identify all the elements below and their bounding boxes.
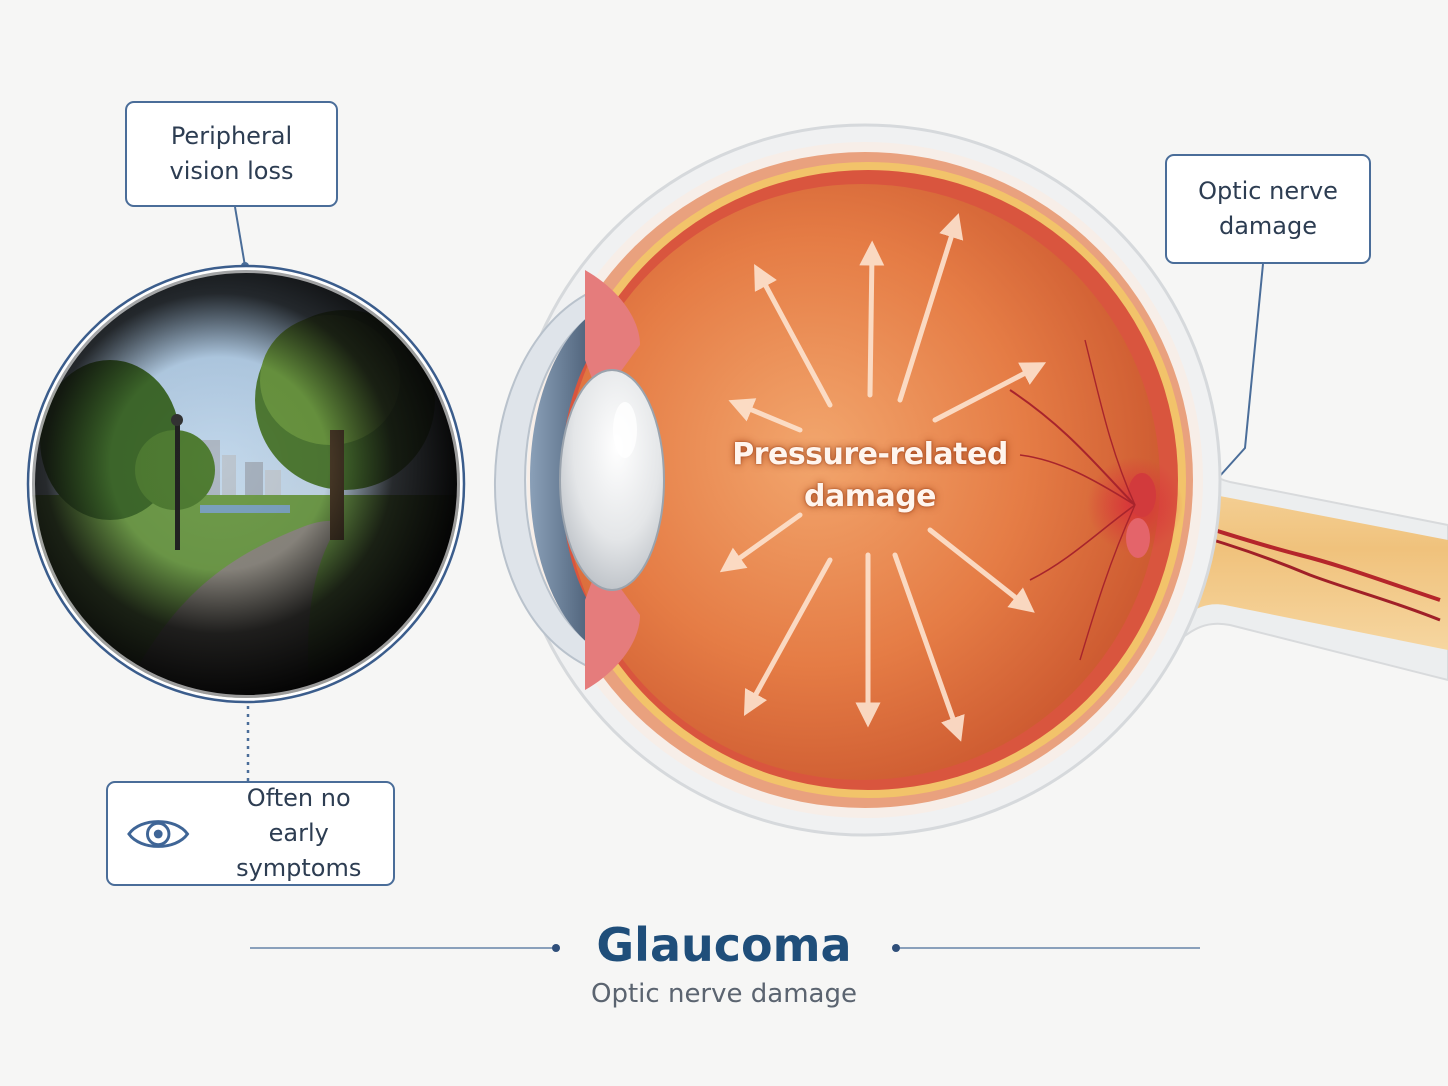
optic-disc-damage <box>1009 339 1183 661</box>
peripheral-callout-line-1: Peripheral <box>170 122 293 150</box>
optic-callout-line-2: damage <box>1218 212 1318 240</box>
page-title: Glaucoma <box>596 918 852 972</box>
symptoms-callout: Often no early symptoms <box>106 781 395 886</box>
optic-callout-line-1: Optic nerve <box>1198 177 1338 205</box>
symptoms-callout-line-1: Often no <box>246 784 351 812</box>
pressure-arrows <box>719 213 1047 742</box>
peripheral-callout-line-2: vision loss <box>169 157 294 185</box>
tunnel-vision-scene <box>26 264 466 704</box>
pressure-label-line-1: Pressure-related <box>732 437 1008 472</box>
title-dividers <box>250 944 1200 952</box>
peripheral-connector <box>234 206 246 267</box>
symptoms-callout-line-2: early symptoms <box>236 819 362 882</box>
eye-icon <box>127 819 190 848</box>
peripheral-vision-callout: Peripheral vision loss <box>125 101 338 207</box>
eyeball <box>508 123 1222 837</box>
pressure-label: Pressure-related damage <box>700 434 1040 518</box>
optic-nerve-callout: Optic nerve damage <box>1165 154 1371 264</box>
pressure-label-line-2: damage <box>803 479 937 514</box>
front-of-eye <box>494 270 665 690</box>
page-subtitle: Optic nerve damage <box>591 979 857 1009</box>
